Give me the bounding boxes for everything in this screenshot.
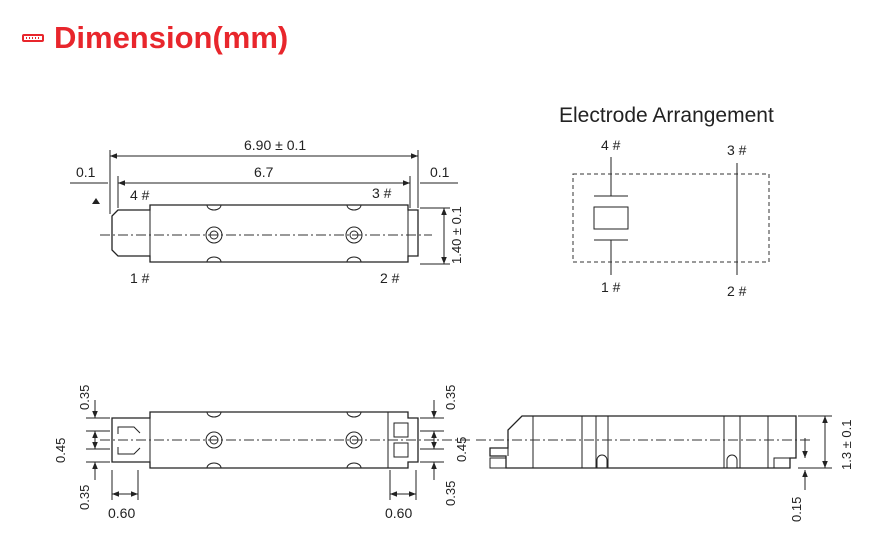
top-view-notch	[346, 204, 362, 211]
bottom-view-notch	[206, 462, 222, 469]
electrode-pin-label: 4 #	[601, 137, 621, 153]
electrode-pin-label: 2 #	[727, 283, 747, 299]
pin-label: 3 #	[372, 185, 392, 201]
bottom-view-pad	[393, 442, 409, 458]
dim-pad-gap-label: 0.45	[53, 438, 68, 463]
dim-pad-width-label: 0.60	[108, 505, 135, 521]
dim-pad-bottom-label: 0.35	[77, 485, 92, 510]
electrode-pin-label: 3 #	[727, 142, 747, 158]
electrode-package-outline	[572, 173, 770, 263]
bottom-view-notch	[346, 411, 362, 418]
side-view-notch	[726, 454, 738, 468]
dim-inner-length-label: 6.7	[254, 164, 274, 180]
top-view-notch	[206, 256, 222, 263]
dim-height-label: 1.40 ± 0.1	[449, 206, 464, 264]
side-view-notch	[596, 454, 608, 468]
pin-label: 2 #	[380, 270, 400, 286]
bottom-view-notch	[206, 411, 222, 418]
top-view-notch	[346, 256, 362, 263]
page-title: Dimension(mm)	[54, 20, 289, 55]
electrode-pin-label: 1 #	[601, 279, 621, 295]
dim-right-top-label: 0.35	[443, 385, 458, 410]
bottom-view-notch	[346, 462, 362, 469]
dim-right-width-label: 0.60	[385, 505, 412, 521]
side-view: 1.3 ± 0.1 0.15	[476, 415, 854, 522]
dim-right-bottom-label: 0.35	[443, 481, 458, 506]
pin-label: 4 #	[130, 187, 150, 203]
dim-side-height-label: 1.3 ± 0.1	[839, 419, 854, 470]
header: Dimension(mm)	[22, 18, 288, 58]
top-view-notch	[206, 204, 222, 211]
side-view-body	[489, 415, 797, 469]
pin-label: 1 #	[130, 270, 150, 286]
crystal-symbol	[593, 206, 629, 230]
dim-right-offset-label: 0.1	[430, 164, 450, 180]
small-arrow-icon	[92, 198, 100, 204]
bottom-view: 0.35 0.45 0.35 0.35 0.45 0.35 0.60 0.60	[53, 385, 470, 521]
top-view: 6.90 ± 0.1 6.7 0.1 0.1 4 # 3 # 1 # 2 # 1…	[70, 137, 464, 286]
electrode-arrangement: Electrode Arrangement 4 # 3 # 1 # 2 #	[559, 104, 774, 299]
ruler-icon	[22, 34, 44, 42]
electrode-title: Electrode Arrangement	[559, 104, 774, 127]
dim-right-gap-label: 0.45	[454, 437, 469, 462]
bottom-view-pad	[118, 426, 141, 434]
dim-standoff-label: 0.15	[789, 497, 804, 522]
dim-overall-length-label: 6.90 ± 0.1	[244, 137, 306, 153]
bottom-view-pad	[393, 422, 409, 438]
top-view-body	[111, 204, 419, 263]
side-view-foot	[489, 457, 507, 469]
top-view-hole	[345, 226, 363, 244]
dim-pad-top-label: 0.35	[77, 385, 92, 410]
side-view-foot	[773, 457, 791, 469]
dim-left-offset-label: 0.1	[76, 164, 96, 180]
